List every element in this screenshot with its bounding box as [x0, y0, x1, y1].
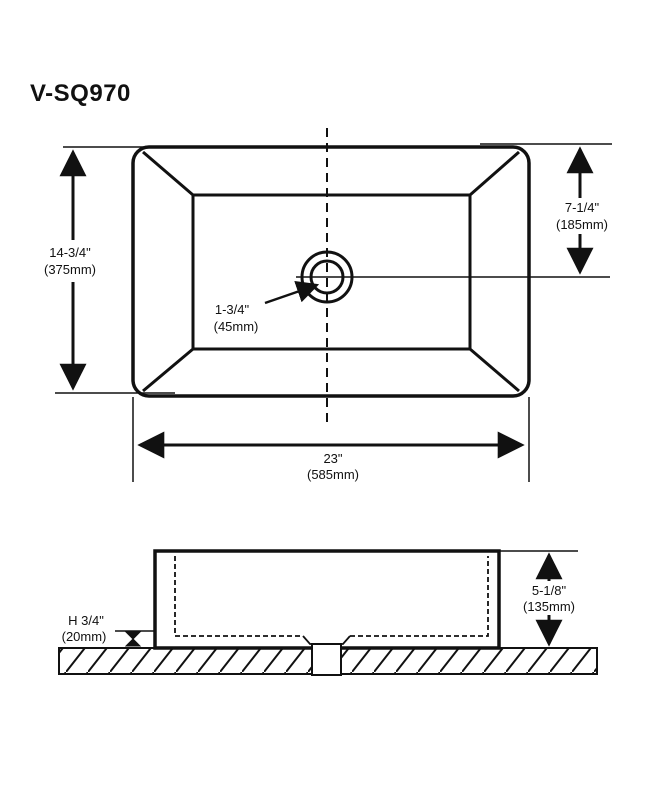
drain-offset-label-mm: (185mm) [556, 217, 608, 232]
height-label-in: 5-1/8" [532, 583, 567, 598]
drain-inner [309, 259, 345, 295]
drain-diameter-label-in: 1-3/4" [215, 302, 250, 317]
top-view: 14-3/4" (375mm) 7-1/4" (185mm) 23" (585m… [44, 128, 612, 482]
height-label-mm: (135mm) [523, 599, 575, 614]
width-label-in: 23" [323, 451, 342, 466]
width-label-mm: (585mm) [307, 467, 359, 482]
base-height-arrows [124, 631, 142, 647]
basin-floor [191, 193, 472, 351]
drain-outer [300, 250, 354, 304]
drain-flange [302, 635, 351, 645]
basin-side-outline [153, 549, 501, 650]
drain-diameter-label-mm: (45mm) [214, 319, 259, 334]
drain-diameter-leader [264, 280, 320, 305]
model-title: V-SQ970 [30, 80, 131, 107]
basin-corner-lines [142, 150, 520, 393]
side-extension-lines [115, 550, 578, 632]
side-view: 5-1/8" (135mm) H 3/4" (20mm) [58, 549, 598, 676]
base-height-label-in: H 3/4" [68, 613, 104, 628]
depth-label-mm: (375mm) [44, 262, 96, 277]
base-height-label-mm: (20mm) [62, 629, 107, 644]
depth-label-in: 14-3/4" [49, 245, 91, 260]
extension-lines [55, 143, 612, 482]
basin-inner-dashed [174, 556, 489, 637]
drain-offset-label-in: 7-1/4" [565, 200, 600, 215]
basin-outline [131, 145, 531, 398]
